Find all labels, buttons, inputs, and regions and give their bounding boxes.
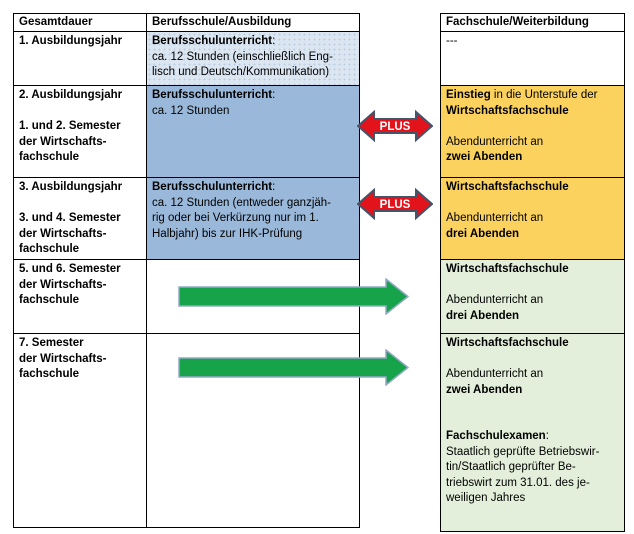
- school-name: Wirtschaftsfachschule: [446, 337, 569, 349]
- cell-school-year3: Berufsschulunterricht: ca. 12 Stunden (e…: [147, 178, 359, 260]
- plus-label: PLUS: [380, 121, 411, 133]
- abende-count: zwei Abenden: [446, 383, 523, 396]
- cell-fachschule-year1: ---: [441, 32, 624, 86]
- cell-fachschule-sem56: Wirtschaftsfachschule Abendunterricht an…: [441, 260, 624, 334]
- school-body: ca. 12 Stunden: [152, 104, 230, 117]
- plus-double-arrow-icon: PLUS: [357, 187, 433, 221]
- school-name: Wirtschaftsfachschule: [446, 263, 569, 275]
- school-name: Wirtschaftsfachschule: [446, 181, 569, 193]
- cell-duration-year1: 1. Ausbildungsjahr: [14, 32, 147, 86]
- cell-fachschule-sem7: Wirtschaftsfachschule Abendunterricht an…: [441, 334, 624, 531]
- cell-school-year1: Berufsschulunterricht: ca. 12 Stunden (e…: [147, 32, 359, 86]
- header-fachschule: Fachschule/Weiterbildung: [441, 14, 624, 32]
- cell-duration-year3: 3. Ausbildungsjahr 3. und 4. Semester de…: [14, 178, 147, 260]
- fachschule-table: Fachschule/Weiterbildung --- Einstieg in…: [440, 13, 625, 532]
- forward-arrow-icon: [178, 349, 410, 386]
- school-title: Berufsschulunterricht: [152, 89, 273, 101]
- school-title-colon: :: [272, 181, 276, 193]
- abend-label: Abendunterricht an: [446, 212, 544, 224]
- einstieg-rest: in die Unterstufe der: [490, 89, 598, 101]
- abend-label: Abendunterricht an: [446, 135, 544, 148]
- cell-duration-year2: 2. Ausbildungsjahr 1. und 2. Semester de…: [14, 86, 147, 178]
- school-title: Berufsschulunterricht: [152, 181, 273, 193]
- school-title-colon: :: [272, 35, 276, 47]
- cell-school-sem56-empty: [147, 260, 359, 334]
- abend-label: Abendunterricht an: [446, 294, 544, 306]
- header-gesamtdauer: Gesamtdauer: [14, 14, 147, 32]
- forward-arrow-icon: [178, 278, 410, 315]
- plus-label: PLUS: [380, 199, 411, 211]
- cell-duration-sem7: 7. Semester der Wirtschafts- fachschule: [14, 334, 147, 527]
- exam-title-colon: :: [545, 430, 549, 442]
- cell-duration-sem56: 5. und 6. Semester der Wirtschafts- fach…: [14, 260, 147, 334]
- school-body: ca. 12 Stunden (einschließlich Eng- lisc…: [152, 50, 333, 79]
- plus-double-arrow-icon: PLUS: [357, 109, 433, 143]
- abende-count: drei Abenden: [446, 227, 520, 240]
- exam-title: Fachschulexamen: [446, 430, 546, 442]
- school-name: Wirtschaftsfachschule: [446, 104, 569, 117]
- exam-body: Staatlich geprüfte Betriebswir- tin/Staa…: [446, 445, 600, 505]
- einstieg-label: Einstieg: [446, 89, 491, 101]
- cell-fachschule-year2: Einstieg in die Unterstufe der Wirtschaf…: [441, 86, 624, 178]
- abende-count: drei Abenden: [446, 309, 520, 322]
- abend-label: Abendunterricht an: [446, 368, 544, 380]
- header-berufsschule: Berufsschule/Ausbildung: [147, 14, 359, 32]
- abende-count: zwei Abenden: [446, 151, 523, 163]
- training-table: Gesamtdauer Berufsschule/Ausbildung 1. A…: [13, 13, 360, 528]
- school-title: Berufsschulunterricht: [152, 35, 273, 47]
- school-body: ca. 12 Stunden (entweder ganzjäh- rig od…: [152, 196, 332, 240]
- cell-fachschule-year3: Wirtschaftsfachschule Abendunterricht an…: [441, 178, 624, 260]
- school-title-colon: :: [272, 89, 276, 101]
- cell-school-year2: Berufsschulunterricht: ca. 12 Stunden: [147, 86, 359, 178]
